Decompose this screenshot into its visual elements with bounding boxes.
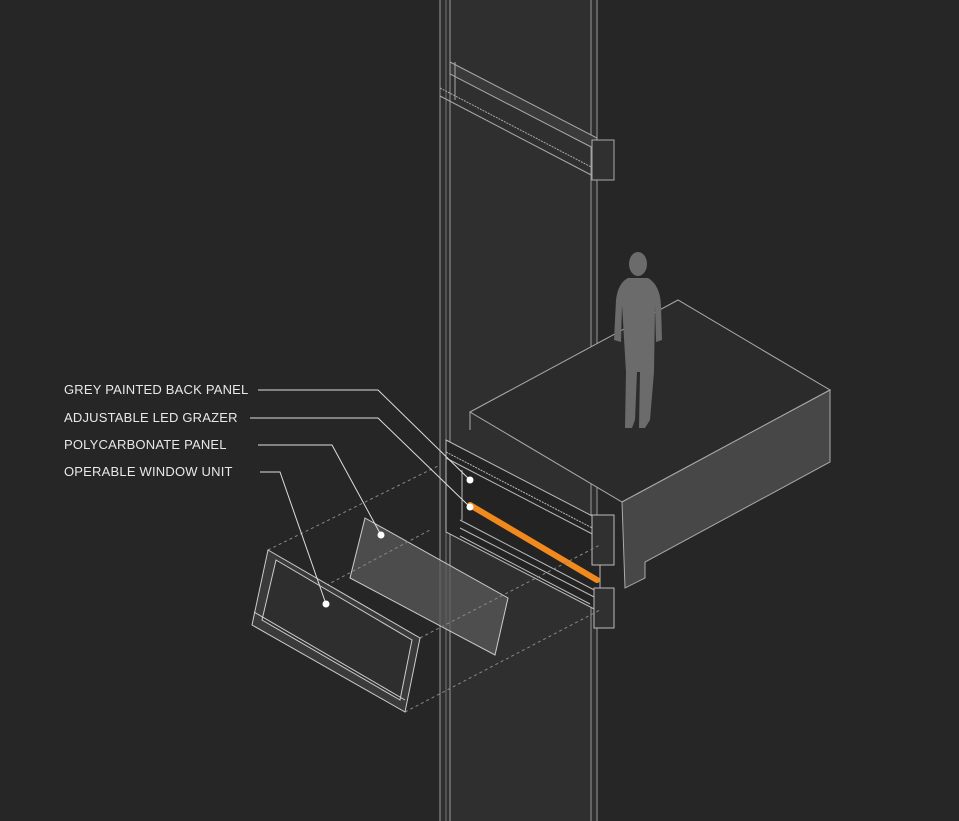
window-opening (445, 439, 615, 629)
operable-window-unit (251, 549, 421, 713)
label-operable-window-unit: OPERABLE WINDOW UNIT (64, 464, 233, 479)
leader-lines (250, 389, 471, 605)
label-adjustable-led-grazer: ADJUSTABLE LED GRAZER (64, 410, 238, 425)
polycarbonate-panel (349, 517, 509, 656)
led-grazer (467, 502, 600, 583)
upper-transom (439, 61, 615, 181)
person-silhouette (614, 252, 662, 428)
label-polycarbonate-panel: POLYCARBONATE PANEL (64, 437, 227, 452)
projection-lines (251, 464, 601, 713)
leader-dots (322, 476, 474, 608)
label-grey-painted-back-panel: GREY PAINTED BACK PANEL (64, 382, 249, 397)
